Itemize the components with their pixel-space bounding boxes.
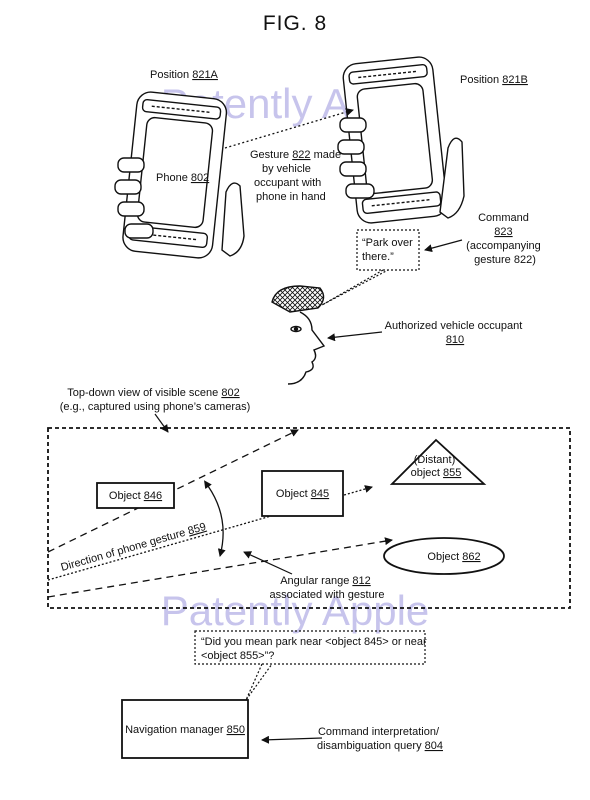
phone-right-drawing: [337, 56, 465, 224]
interp-arrow: [261, 735, 323, 744]
scene-arrow: [154, 413, 169, 433]
direction-859-label: Direction of phone gesture 859: [60, 521, 208, 574]
object-845-box: [261, 470, 344, 517]
phone-802-label: Phone 802: [156, 172, 209, 184]
command-arrow: [424, 239, 463, 253]
position-821a-label: Position 821A: [150, 69, 219, 81]
gesture-822-label: Gesture 822 made by vehicle occupant wit…: [250, 149, 344, 203]
angular-812-label: Angular range 812 associated with gestur…: [270, 575, 385, 601]
object-862-shape: [383, 537, 505, 575]
position-821b-label: Position 821B: [460, 74, 528, 86]
speech-bubble: [356, 229, 420, 271]
query-text: “Did you mean park near <object 845> or …: [201, 636, 430, 662]
object-862-label: Object 862: [427, 551, 480, 563]
angular-arrow: [243, 551, 293, 575]
object-855-shape: [389, 438, 487, 485]
object-846-label: Object 846: [109, 490, 162, 502]
query-box: [194, 630, 426, 665]
command-823-label: Command 823 (accompanying gesture 822): [466, 212, 544, 266]
occupant-810-label: Authorized vehicle occupant 810: [385, 320, 526, 346]
angular-range-arc: [204, 480, 226, 557]
figure-title: FIG. 8: [263, 12, 327, 35]
speech-bubble-tail: [321, 269, 389, 306]
interp-804-label: Command interpretation/ disambiguation q…: [317, 726, 443, 752]
navigation-850-label: Navigation manager 850: [125, 724, 245, 736]
navigation-manager-box: [121, 699, 249, 759]
scene-box: [47, 427, 571, 609]
scene-802-label: Top-down view of visible scene 802 (e.g.…: [60, 387, 251, 413]
occupant-head-drawing: [271, 285, 326, 385]
speech-text: “Park over there.”: [362, 237, 416, 263]
object-855-label: (Distant) object 855: [411, 454, 462, 479]
object-846-box: [96, 482, 175, 509]
query-bubble-tail: [245, 663, 273, 701]
occupant-arrow: [327, 331, 383, 342]
object-845-label: Object 845: [276, 488, 329, 500]
watermark-bottom: Patently Apple: [161, 587, 430, 634]
phone-left-drawing: [114, 91, 245, 259]
